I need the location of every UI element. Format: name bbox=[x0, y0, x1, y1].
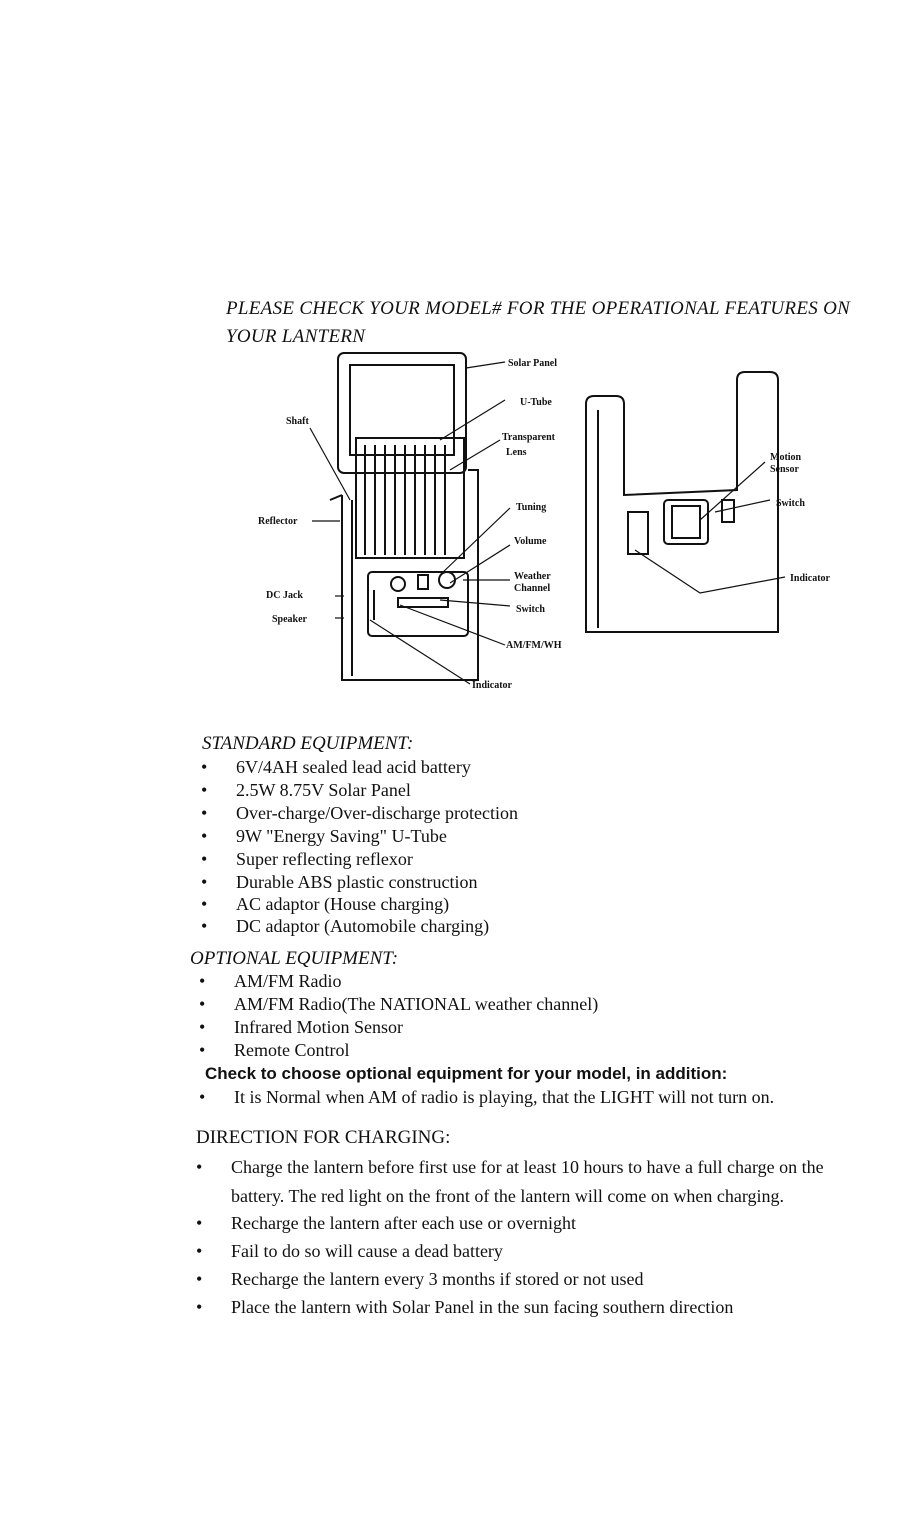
optional-title: OPTIONAL EQUIPMENT: bbox=[190, 948, 399, 969]
list-item: •9W "Energy Saving" U-Tube bbox=[201, 826, 447, 846]
label-tuning: Tuning bbox=[516, 502, 546, 513]
list-item: •6V/4AH sealed lead acid battery bbox=[201, 757, 471, 777]
label-u-tube: U-Tube bbox=[520, 397, 552, 408]
label-switch-front: Switch bbox=[516, 604, 545, 615]
label-lens: Lens bbox=[506, 447, 527, 458]
label-motion: Motion bbox=[770, 452, 802, 463]
list-item: •Recharge the lantern after each use or … bbox=[196, 1213, 577, 1233]
list-item: •AM/FM Radio bbox=[199, 971, 342, 991]
label-volume: Volume bbox=[514, 536, 547, 547]
label-transparent: Transparent bbox=[502, 432, 556, 443]
list-item-continuation: battery. The red light on the front of t… bbox=[231, 1186, 785, 1206]
list-item: •AM/FM Radio(The NATIONAL weather channe… bbox=[199, 994, 599, 1014]
list-item: •Durable ABS plastic construction bbox=[201, 872, 478, 892]
list-item: •Over-charge/Over-discharge protection bbox=[201, 803, 518, 823]
list-item: •AC adaptor (House charging) bbox=[201, 894, 450, 914]
back-lantern bbox=[585, 371, 779, 633]
label-sensor: Sensor bbox=[770, 464, 799, 475]
list-item: •Place the lantern with Solar Panel in t… bbox=[196, 1297, 734, 1317]
list-item: •Fail to do so will cause a dead battery bbox=[196, 1241, 503, 1261]
list-item: •Charge the lantern before first use for… bbox=[196, 1157, 824, 1177]
list-item: •Remote Control bbox=[199, 1040, 350, 1060]
list-item: •DC adaptor (Automobile charging) bbox=[201, 916, 490, 936]
label-indicator-back: Indicator bbox=[790, 573, 831, 584]
label-solar-panel: Solar Panel bbox=[508, 358, 557, 369]
label-dc-jack: DC Jack bbox=[266, 590, 303, 601]
label-switch-back: Switch bbox=[776, 498, 805, 509]
standard-title: STANDARD EQUIPMENT: bbox=[202, 733, 414, 754]
list-item: •Super reflecting reflexor bbox=[201, 849, 413, 869]
front-lantern bbox=[329, 352, 479, 681]
header-line-1: PLEASE CHECK YOUR MODEL# FOR THE OPERATI… bbox=[226, 298, 851, 319]
label-channel: Channel bbox=[514, 583, 550, 594]
label-am-fm-wh: AM/FM/WH bbox=[506, 640, 562, 651]
label-indicator-front: Indicator bbox=[472, 680, 513, 691]
header-line-2: YOUR LANTERN bbox=[226, 326, 366, 347]
label-reflector: Reflector bbox=[258, 516, 298, 527]
list-item: •Infrared Motion Sensor bbox=[199, 1017, 403, 1037]
list-item: •2.5W 8.75V Solar Panel bbox=[201, 780, 411, 800]
label-shaft: Shaft bbox=[286, 416, 309, 427]
label-speaker: Speaker bbox=[272, 614, 308, 625]
charging-title: DIRECTION FOR CHARGING: bbox=[196, 1127, 451, 1148]
optional-note: Check to choose optional equipment for y… bbox=[205, 1064, 728, 1083]
lantern-diagram: Solar Panel U-Tube Shaft Transparent Len… bbox=[258, 352, 831, 691]
list-item: •It is Normal when AM of radio is playin… bbox=[199, 1087, 775, 1107]
label-weather: Weather bbox=[514, 571, 551, 582]
list-item: •Recharge the lantern every 3 months if … bbox=[196, 1269, 644, 1289]
